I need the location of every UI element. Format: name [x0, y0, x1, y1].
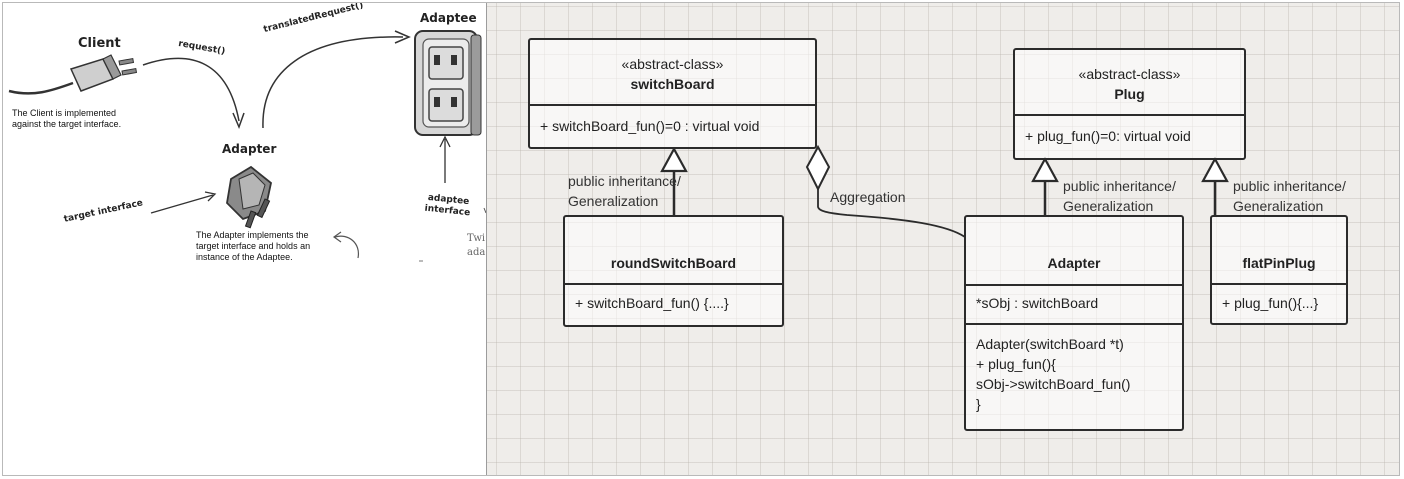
class-round-switchboard: roundSwitchBoard + switchBoard_fun() {..…	[563, 215, 784, 327]
class-method-line: }	[976, 396, 981, 412]
adapter-description: The Adapter implements the target interf…	[196, 230, 311, 262]
uml-connectors	[660, 144, 1229, 238]
client-title: Client	[78, 36, 121, 51]
translated-request-arrow	[262, 36, 404, 129]
class-adapter: Adapter *sObj : switchBoard Adapter(swit…	[964, 215, 1184, 431]
class-name: Adapter	[1047, 255, 1101, 271]
aggregation-label: Aggregation	[830, 189, 906, 205]
class-flat-pin-plug: flatPinPlug + plug_fun(){...}	[1210, 215, 1348, 325]
inheritance-label-flat-pin-plug: public inheritance/ Generalization	[1233, 178, 1346, 214]
client-description: The Client is implemented against the ta…	[12, 108, 122, 129]
inheritance-label-switchboard: public inheritance/ Generalization	[568, 173, 681, 209]
class-name: switchBoard	[630, 76, 715, 92]
request-arrow	[142, 57, 240, 122]
generalization-triangle	[1031, 156, 1059, 183]
class-plug: «abstract-class» Plug + plug_fun()=0: vi…	[1013, 48, 1246, 160]
adaptee-title: Adaptee	[420, 11, 477, 25]
client-plug-cord	[8, 81, 74, 95]
uml-class-diagram: «abstract-class» switchBoard + switchBoa…	[487, 3, 1399, 475]
curly-pointer-arrow	[334, 235, 360, 259]
class-method: + plug_fun()=0: virtual void	[1025, 128, 1191, 144]
class-name: roundSwitchBoard	[610, 255, 737, 271]
class-method-line: sObj->switchBoard_fun()	[976, 376, 1131, 392]
class-method-line: + plug_fun(){	[976, 356, 1056, 372]
class-name: flatPinPlug	[1242, 255, 1316, 271]
adaptee-outlet-icon	[414, 30, 482, 136]
aggregation-diamond	[805, 144, 831, 192]
class-attribute: *sObj : switchBoard	[976, 295, 1099, 311]
adaptee-interface-label: adaptee interface	[424, 192, 471, 219]
class-method: + plug_fun(){...}	[1222, 295, 1319, 311]
class-method: + switchBoard_fun() {....}	[575, 295, 729, 311]
generalization-triangle	[660, 146, 688, 173]
class-name: Plug	[1114, 86, 1145, 102]
generalization-triangle	[1201, 156, 1229, 183]
class-method-line: Adapter(switchBoard *t)	[976, 336, 1124, 352]
client-plug-icon	[69, 54, 138, 92]
stereotype-label: «abstract-class»	[621, 56, 724, 72]
stereotype-label: «abstract-class»	[1078, 66, 1181, 82]
aggregation-line	[817, 189, 966, 238]
class-method: + switchBoard_fun()=0 : virtual void	[540, 118, 760, 134]
inheritance-label-adapter: public inheritance/ Generalization	[1063, 178, 1176, 214]
target-interface-arrow	[150, 194, 214, 214]
adapter-device-icon	[226, 165, 272, 229]
sketch-drawing	[8, 30, 486, 262]
adapter-pattern-sketch: Client The Client is implemented against…	[3, 3, 486, 475]
adapter-title: Adapter	[222, 142, 277, 156]
panel-divider	[486, 3, 487, 475]
class-switchboard: «abstract-class» switchBoard + switchBoa…	[528, 38, 817, 149]
clipped-note: Twi ada	[467, 233, 486, 258]
